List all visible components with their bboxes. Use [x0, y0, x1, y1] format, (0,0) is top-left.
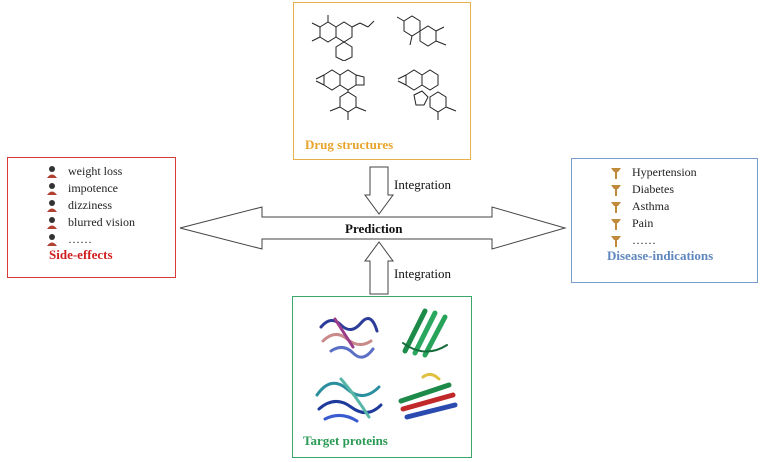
target-proteins-title: Target proteins — [303, 433, 388, 448]
person-icon — [47, 217, 57, 229]
person-icon — [47, 183, 57, 195]
side-effect-label: blurred vision — [68, 215, 135, 229]
drug-structures-title: Drug structures — [305, 137, 394, 152]
side-effects-box: weight loss impotence dizziness blurred … — [7, 157, 176, 278]
pill-icon — [611, 236, 621, 247]
list-item: weight loss — [46, 163, 135, 180]
person-icon — [47, 234, 57, 246]
drug-structures-box: Drug structures — [293, 2, 471, 160]
person-icon — [47, 166, 57, 178]
integration-top-label: Integration — [394, 177, 452, 192]
integration-up-arrow — [364, 241, 394, 295]
list-item: …… — [46, 231, 135, 248]
target-proteins-box: Target proteins — [292, 296, 472, 458]
molecule-structure-1 — [311, 15, 375, 61]
protein-structure-1 — [319, 317, 379, 359]
side-effect-label: …… — [68, 232, 92, 246]
integration-bottom-label: Integration — [394, 266, 452, 281]
list-item: Hypertension — [610, 164, 697, 181]
pill-icon — [611, 219, 621, 230]
side-effect-label: weight loss — [68, 164, 123, 178]
list-item: Pain — [610, 215, 697, 232]
side-effect-label: impotence — [68, 181, 118, 195]
disease-label: Pain — [632, 216, 654, 230]
disease-label: Asthma — [632, 199, 670, 213]
list-item: Asthma — [610, 198, 697, 215]
prediction-double-arrow — [179, 206, 567, 250]
molecule-structure-2 — [396, 15, 447, 47]
list-item: Diabetes — [610, 181, 697, 198]
molecule-structure-3 — [315, 69, 367, 120]
list-item: …… — [610, 232, 697, 249]
pill-icon — [611, 168, 621, 179]
protein-structure-2 — [402, 308, 448, 358]
list-item: impotence — [46, 180, 135, 197]
disease-label: Hypertension — [632, 165, 697, 179]
disease-indications-title: Disease-indications — [607, 248, 714, 263]
person-icon — [47, 200, 57, 212]
disease-label: Diabetes — [632, 182, 674, 196]
prediction-label: Prediction — [345, 221, 403, 236]
disease-indications-list: Hypertension Diabetes Asthma Pain …… — [610, 164, 697, 249]
side-effects-list: weight loss impotence dizziness blurred … — [46, 163, 135, 248]
integration-down-arrow — [364, 166, 394, 215]
side-effect-label: dizziness — [68, 198, 112, 212]
side-effects-title: Side-effects — [49, 247, 113, 262]
pill-icon — [611, 185, 621, 196]
protein-structure-4 — [398, 372, 458, 420]
disease-indications-box: Hypertension Diabetes Asthma Pain …… Dis… — [571, 158, 758, 283]
disease-label: …… — [632, 233, 656, 247]
list-item: blurred vision — [46, 214, 135, 231]
pill-icon — [611, 202, 621, 213]
list-item: dizziness — [46, 197, 135, 214]
protein-structure-3 — [315, 377, 383, 423]
molecule-structure-4 — [397, 69, 457, 120]
